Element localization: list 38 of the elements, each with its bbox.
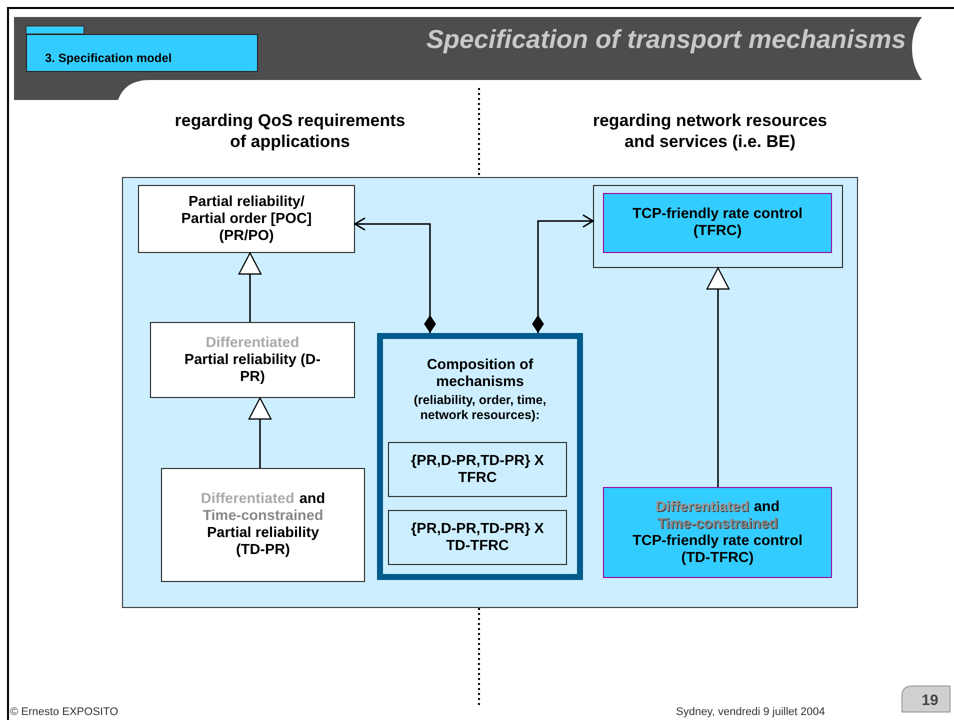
class-box (138, 185, 355, 253)
aggregation-arrow (532, 214, 594, 333)
column-heading: regarding QoS requirements of applications (174, 110, 406, 152)
class-box (150, 322, 355, 398)
node-text: TCP-friendly rate control (TFRC) (632, 206, 804, 240)
node-text: Partial reliability (TD-PR) (206, 525, 320, 559)
node-text: Time-constrained (657, 516, 778, 532)
panel-background (122, 177, 858, 608)
column-heading: regarding network resources and services (i.e. BE) (592, 110, 828, 152)
page-number: 19 (920, 692, 940, 709)
node-text: TCP-friendly rate control (TD-TFRC) (632, 532, 804, 566)
slide-title: Specification of transport mechanisms (425, 24, 906, 55)
node-text: Differentiated (200, 491, 294, 508)
node-text: Partial reliability/ Partial order [POC] (PR/PO) (180, 194, 313, 244)
class-box (603, 487, 832, 578)
node-text: Time-constrained (202, 508, 324, 525)
node-text: and (299, 491, 326, 508)
generalization-arrow (248, 397, 272, 468)
generalization-arrow (238, 252, 262, 322)
aggregation-arrow (354, 217, 436, 333)
date-note: Sydney, vendredi 9 juillet 2004 (676, 706, 826, 718)
node-text: Composition of mechanisms (426, 357, 534, 391)
copyright-note: © Ernesto EXPOSITO (10, 706, 118, 718)
composition-item (388, 510, 567, 565)
composition-item (388, 442, 567, 497)
node-text: Differentiated (655, 498, 749, 516)
generalization-arrow (706, 267, 730, 487)
class-frame (593, 185, 843, 268)
node-text: and (754, 498, 780, 516)
node-text: (reliability, order, time, network resources): (412, 393, 548, 423)
node-text: {PR,D-PR,TD-PR} X TD-TFRC (410, 520, 545, 554)
class-box (603, 193, 832, 253)
class-box (161, 468, 365, 582)
section-tab: 3. Specification model (26, 34, 258, 72)
composition-box (377, 333, 583, 580)
node-text: Partial reliability (D-PR) (183, 352, 322, 386)
node-text: Differentiated (206, 334, 300, 352)
node-text: {PR,D-PR,TD-PR} X TFRC (410, 452, 545, 486)
